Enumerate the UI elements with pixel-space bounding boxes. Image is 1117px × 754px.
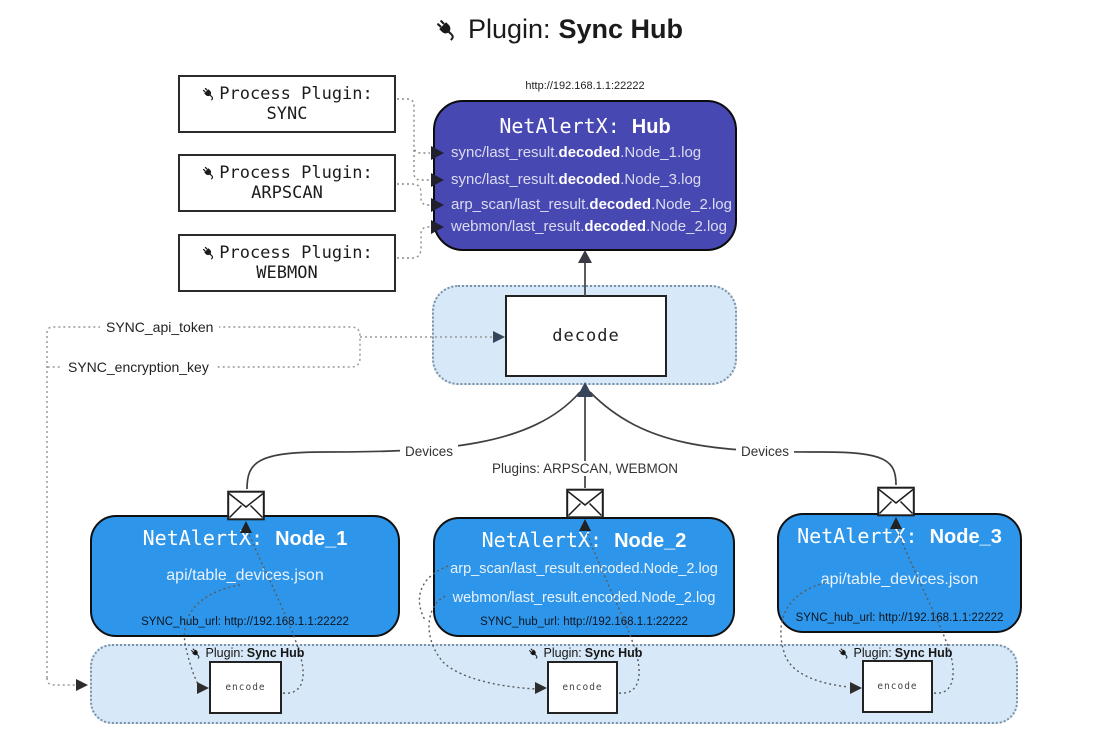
encode-plugin-label: Plugin: Sync Hub xyxy=(838,646,952,660)
sync-encryption-key-label: SYNC_encryption_key xyxy=(62,359,215,375)
node-file: api/table_devices.json xyxy=(166,567,324,584)
process-plugin-name: ARPSCAN xyxy=(251,183,323,203)
plug-icon xyxy=(528,647,541,660)
encode-plugin-label: Plugin: Sync Hub xyxy=(190,646,304,660)
node-title: NetAlertX: Node_3 xyxy=(797,524,1002,548)
hub-title: NetAlertX: Hub xyxy=(435,114,735,139)
hub-box: NetAlertX: Hub sync/last_result.decoded.… xyxy=(433,100,737,251)
hub-url-label: http://192.168.1.1:22222 xyxy=(525,80,645,92)
process-plugin-arpscan: Process Plugin: ARPSCAN xyxy=(178,154,396,212)
process-plugin-heading: Process Plugin: xyxy=(219,84,373,104)
arrowhead-into-hub xyxy=(578,250,592,263)
encode-plugin-label: Plugin: Sync Hub xyxy=(528,646,642,660)
sync-api-token-label: SYNC_api_token xyxy=(100,319,220,335)
process-plugin-heading: Process Plugin: xyxy=(219,163,373,183)
edge-plugins-to-hub xyxy=(397,98,430,259)
process-plugin-name: WEBMON xyxy=(256,263,318,283)
node-title: NetAlertX: Node_2 xyxy=(481,528,687,552)
decode-box: decode xyxy=(505,295,667,377)
hub-title-prefix: NetAlertX: xyxy=(499,114,632,138)
node-file: webmon/last_result.encoded.Node_2.log xyxy=(452,590,716,606)
plugins-label-middle: Plugins: ARPSCAN, WEBMON xyxy=(486,461,684,476)
node-3-box: NetAlertX: Node_3 api/table_devices.json… xyxy=(777,513,1022,633)
plug-icon xyxy=(201,165,217,181)
envelope-icon xyxy=(877,485,915,518)
devices-label-right: Devices xyxy=(735,444,795,459)
envelope-icon xyxy=(227,489,265,522)
node-hub-url: SYNC_hub_url: http://192.168.1.1:22222 xyxy=(141,616,349,628)
plug-icon xyxy=(201,245,217,261)
hub-title-name: Hub xyxy=(631,116,671,138)
arrowhead-keys-into-encode-area xyxy=(76,679,88,691)
process-plugin-webmon: Process Plugin: WEBMON xyxy=(178,234,396,292)
node-hub-url: SYNC_hub_url: http://192.168.1.1:22222 xyxy=(795,612,1004,624)
process-plugin-heading: Process Plugin: xyxy=(219,243,373,263)
hub-log-line: sync/last_result.decoded.Node_3.log xyxy=(451,171,702,188)
node-2-box: NetAlertX: Node_2 arp_scan/last_result.e… xyxy=(433,517,735,637)
plug-icon xyxy=(201,86,217,102)
plug-icon xyxy=(190,647,203,660)
encode-box: encode xyxy=(862,660,933,713)
page-title: Plugin: Sync Hub xyxy=(0,14,1117,45)
hub-log-line: sync/last_result.decoded.Node_1.log xyxy=(451,144,702,161)
plug-icon xyxy=(838,647,851,660)
hub-log-line: webmon/last_result.decoded.Node_2.log xyxy=(451,218,727,235)
page-title-name: Sync Hub xyxy=(558,14,684,44)
decode-label: decode xyxy=(552,326,620,346)
encode-box: encode xyxy=(209,661,282,714)
hub-log-line: arp_scan/last_result.decoded.Node_2.log xyxy=(451,196,732,213)
node-hub-url: SYNC_hub_url: http://192.168.1.1:22222 xyxy=(480,616,688,628)
plug-icon xyxy=(434,17,460,43)
node-file: api/table_devices.json xyxy=(820,571,979,588)
node-file: arp_scan/last_result.encoded.Node_2.log xyxy=(450,561,718,577)
process-plugin-name: SYNC xyxy=(266,104,308,124)
encode-box: encode xyxy=(547,661,618,714)
envelope-icon xyxy=(566,487,604,520)
page-title-prefix: Plugin: xyxy=(467,14,551,44)
node-1-box: NetAlertX: Node_1 api/table_devices.json… xyxy=(90,515,400,637)
devices-label-left: Devices xyxy=(399,444,459,459)
process-plugin-sync: Process Plugin: SYNC xyxy=(178,75,396,133)
node-title: NetAlertX: Node_1 xyxy=(142,526,348,550)
